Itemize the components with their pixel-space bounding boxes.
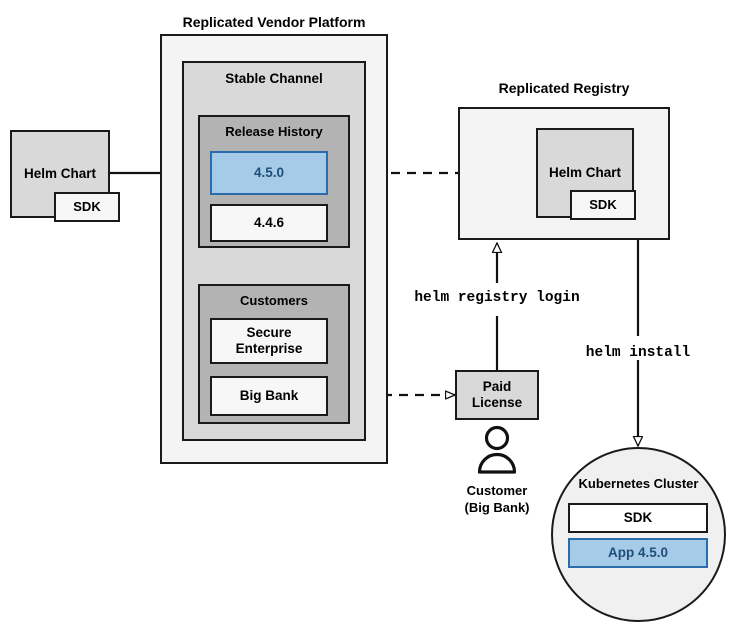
release-version-4-5-0[interactable]: 4.5.0	[210, 151, 328, 195]
paid-license-line-2: License	[471, 395, 523, 410]
cluster-app-box: App 4.5.0	[568, 538, 708, 568]
customer-secure-enterprise-label: Secure Enterprise	[235, 325, 303, 356]
customer-person-icon	[471, 425, 523, 477]
sdk-left-box: SDK	[54, 192, 120, 222]
paid-license-line-1: Paid	[482, 379, 512, 395]
customer-caption-line-2: (Big Bank)	[464, 500, 530, 515]
cmd-helm-registry-login: helm registry login	[414, 290, 580, 306]
customers-label: Customers	[240, 293, 308, 308]
kubernetes-cluster-circle	[551, 447, 726, 622]
customer-caption-line-1: Customer	[466, 483, 528, 498]
release-version-4-4-6[interactable]: 4.4.6	[210, 204, 328, 242]
release-history-label: Release History	[225, 124, 323, 139]
customer-secure-enterprise[interactable]: Secure Enterprise	[210, 318, 328, 364]
sdk-registry-box: SDK	[570, 190, 636, 220]
cmd-helm-install: helm install	[585, 345, 691, 361]
kubernetes-cluster-title: Kubernetes Cluster	[578, 476, 699, 491]
stable-channel-label: Stable Channel	[225, 71, 323, 86]
replicated-registry-title: Replicated Registry	[498, 80, 630, 96]
cluster-sdk-box: SDK	[568, 503, 708, 533]
customer-big-bank[interactable]: Big Bank	[210, 376, 328, 416]
vendor-platform-title: Replicated Vendor Platform	[182, 14, 366, 30]
paid-license-box: Paid License	[455, 370, 539, 420]
